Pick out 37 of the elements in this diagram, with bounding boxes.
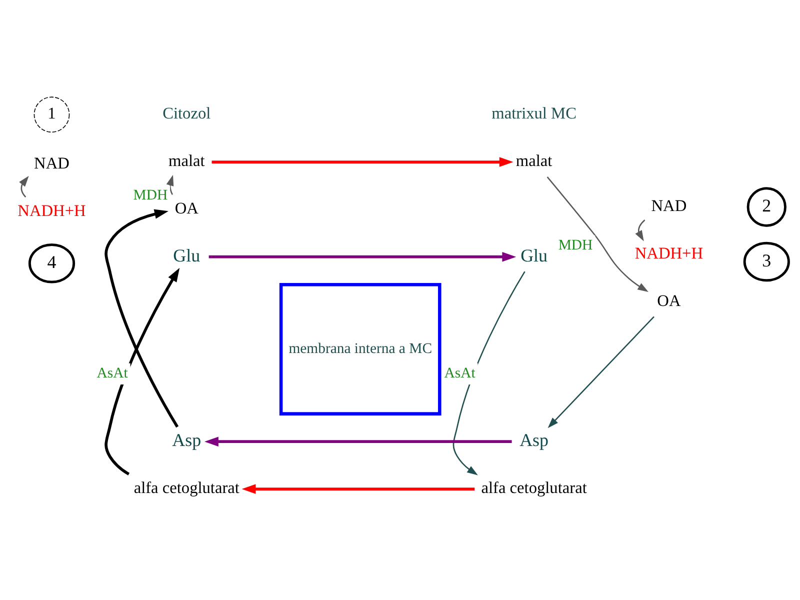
- node-text: alfa cetoglutarat: [134, 478, 240, 497]
- arrow: [452, 270, 526, 475]
- arrow: [19, 175, 29, 198]
- arrow: [242, 484, 475, 494]
- node-text: NADH+H: [634, 242, 704, 262]
- node-text: NAD: [34, 153, 70, 172]
- label: Citozol: [162, 103, 211, 122]
- arrow: [635, 218, 646, 241]
- node-text: malat: [168, 150, 205, 170]
- node-text: Asp: [520, 430, 549, 450]
- edge-label: MDH: [133, 187, 168, 204]
- node-box: membrana interna a MC: [279, 282, 442, 415]
- arrow: [548, 316, 654, 428]
- node-text: NAD: [651, 196, 687, 215]
- arrow: [166, 174, 174, 194]
- edge-label: AsAt: [96, 365, 128, 382]
- node-circle: 1: [34, 96, 70, 132]
- node-ellipse: 3: [743, 241, 790, 282]
- arrow: [208, 251, 516, 262]
- node-text: OA: [174, 198, 198, 218]
- arrow: [104, 208, 179, 428]
- edge-label: AsAt: [444, 364, 476, 381]
- edge-label: MDH: [558, 237, 593, 254]
- node-text: Glu: [520, 244, 548, 265]
- arrow: [546, 176, 648, 292]
- node-text: malat: [516, 150, 552, 170]
- node-text: Glu: [173, 244, 200, 265]
- label: matrixul MC: [492, 103, 576, 122]
- node-text: alfa cetoglutarat: [481, 478, 587, 497]
- arrow: [212, 156, 514, 166]
- node-text: Asp: [172, 430, 202, 450]
- node-text: NADH+H: [18, 200, 86, 220]
- node-text: OA: [657, 290, 681, 310]
- arrow: [204, 436, 512, 446]
- arrow: [104, 267, 180, 475]
- node-ellipse: 4: [28, 243, 76, 283]
- node-circle: 2: [746, 186, 786, 226]
